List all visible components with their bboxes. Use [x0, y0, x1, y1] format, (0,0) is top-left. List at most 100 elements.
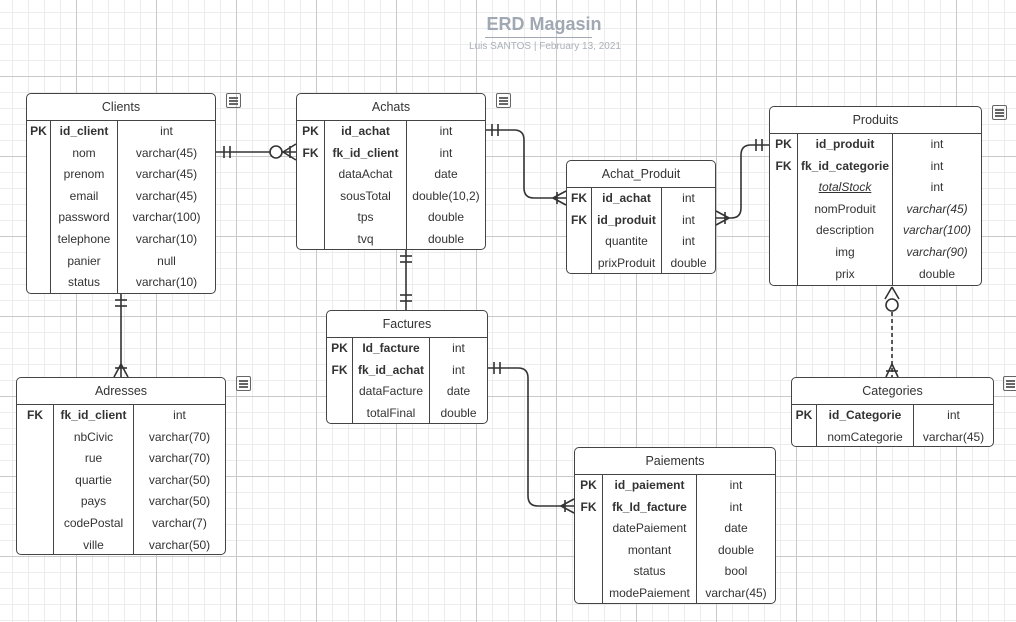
field-name: pays [80, 494, 107, 509]
field-name: id_produit [815, 137, 875, 151]
key-cell: FK [302, 145, 319, 160]
field-name-column: id_paiement fk_Id_facture datePaiement m… [603, 475, 697, 603]
key-cell: PK [775, 137, 792, 151]
entity-adresses[interactable]: Adresses FK fk_id_client nbCivic rue qua… [16, 377, 226, 555]
key-cell: PK [795, 408, 813, 422]
field-type: int [452, 362, 465, 377]
field-name: prixProduit [597, 255, 656, 270]
field-name-column: id_Categorie nomCategorie [817, 405, 914, 446]
entity-body: PK FK id_achat fk_id_client dataAchat so… [297, 121, 485, 249]
field-name-column: id_client nom prenom email password tele… [51, 121, 118, 293]
field-type: int [930, 180, 944, 195]
entity-clients[interactable]: Clients PK id_client nom prenom email pa… [26, 93, 216, 294]
field-type: double [670, 255, 707, 270]
entity-body: FK FK id_achat id_produit quantite prixP… [567, 188, 715, 273]
field-type: varchar(45) [135, 188, 198, 203]
field-type: double(10,2) [412, 188, 480, 203]
field-type: int [173, 408, 186, 422]
entity-produits[interactable]: Produits PK FK id_produit fk_id_categori… [769, 106, 982, 286]
field-type: int [729, 478, 743, 492]
field-name: id_achat [602, 191, 651, 205]
field-name: tvq [357, 231, 374, 246]
key-column: PK [792, 405, 817, 446]
field-name: password [58, 210, 110, 225]
field-type-column: int varchar(70) varchar(70) varchar(50) … [134, 405, 225, 554]
notes-icon[interactable] [496, 93, 511, 108]
field-name: id_produit [597, 212, 656, 227]
field-name: ville [83, 537, 104, 552]
field-type: int [682, 212, 695, 227]
key-cell: FK [580, 499, 597, 514]
field-type: varchar(45) [906, 201, 968, 216]
field-type: int [682, 191, 695, 205]
entity-factures[interactable]: Factures PK FK Id_facture fk_id_achat da… [326, 310, 488, 424]
field-name: email [69, 188, 99, 203]
field-type: varchar(100) [902, 223, 972, 238]
field-type: double [918, 266, 956, 281]
field-name: panier [67, 253, 101, 268]
entity-achat-produit[interactable]: Achat_Produit FK FK id_achat id_produit … [566, 160, 716, 274]
entity-title: Clients [27, 94, 215, 121]
field-type: date [434, 167, 458, 182]
field-type-column: int int int double [662, 188, 715, 273]
field-type-column: int int int varchar(45) varchar(100) var… [893, 134, 981, 285]
field-name: dataFacture [358, 384, 424, 399]
entity-body: FK fk_id_client nbCivic rue quartie pays… [17, 405, 225, 554]
notes-icon[interactable] [992, 105, 1007, 120]
field-type: varchar(70) [148, 451, 211, 466]
key-column: FK [17, 405, 54, 554]
field-name: montant [627, 542, 672, 557]
field-name: img [835, 244, 855, 259]
field-type: date [724, 521, 748, 536]
field-type: double [427, 210, 465, 225]
entity-paiements[interactable]: Paiements PK FK id_paiement fk_Id_factur… [574, 447, 776, 604]
entity-categories[interactable]: Categories PK id_Categorie nomCategorie … [791, 377, 994, 447]
entity-body: PK id_Categorie nomCategorie int varchar… [792, 405, 993, 446]
field-name: id_client [59, 124, 109, 138]
entity-title: Factures [327, 311, 487, 338]
field-name: tps [357, 210, 374, 225]
field-type: date [446, 384, 471, 399]
notes-icon[interactable] [236, 376, 251, 391]
notes-icon[interactable] [1003, 376, 1016, 391]
entity-body: PK FK Id_facture fk_id_achat dataFacture… [327, 338, 487, 423]
field-type: varchar(7) [152, 515, 207, 530]
field-name-column: fk_id_client nbCivic rue quartie pays co… [54, 405, 134, 554]
connector-factures-paiements [488, 367, 574, 507]
field-name: nomProduit [814, 201, 876, 216]
key-cell: FK [331, 362, 348, 377]
key-cell: FK [775, 158, 792, 173]
field-name: id_Categorie [828, 408, 902, 422]
key-cell: FK [571, 212, 587, 227]
field-type: varchar(10) [135, 231, 198, 246]
field-name: Id_facture [362, 341, 420, 355]
field-name: prenom [63, 167, 105, 182]
field-type: varchar(45) [922, 429, 985, 444]
field-name: quartie [75, 472, 112, 487]
key-cell: PK [580, 478, 597, 492]
key-column: PK FK [575, 475, 603, 603]
field-name: fk_id_categorie [800, 158, 890, 173]
field-name: fk_id_achat [357, 362, 425, 377]
field-type: int [729, 499, 743, 514]
field-name: sousTotal [340, 188, 391, 203]
field-type-column: int varchar(45) [914, 405, 993, 446]
field-name: id_achat [341, 124, 390, 138]
entity-title: Adresses [17, 378, 225, 405]
entity-title: Achat_Produit [567, 161, 715, 188]
field-name: status [633, 564, 666, 579]
key-cell: FK [27, 408, 43, 422]
field-type: int [160, 124, 173, 138]
field-name: modePaiement [609, 585, 690, 600]
entity-title: Categories [792, 378, 993, 405]
field-name: id_paiement [614, 478, 685, 492]
notes-icon[interactable] [226, 93, 241, 108]
entity-title: Produits [770, 107, 981, 134]
key-column: PK FK [770, 134, 798, 285]
field-type-column: int varchar(45) varchar(45) varchar(45) … [118, 121, 215, 293]
entity-achats[interactable]: Achats PK FK id_achat fk_id_client dataA… [296, 93, 486, 250]
field-name: status [67, 275, 100, 290]
entity-body: PK id_client nom prenom email password t… [27, 121, 215, 293]
field-name: telephone [57, 231, 111, 246]
